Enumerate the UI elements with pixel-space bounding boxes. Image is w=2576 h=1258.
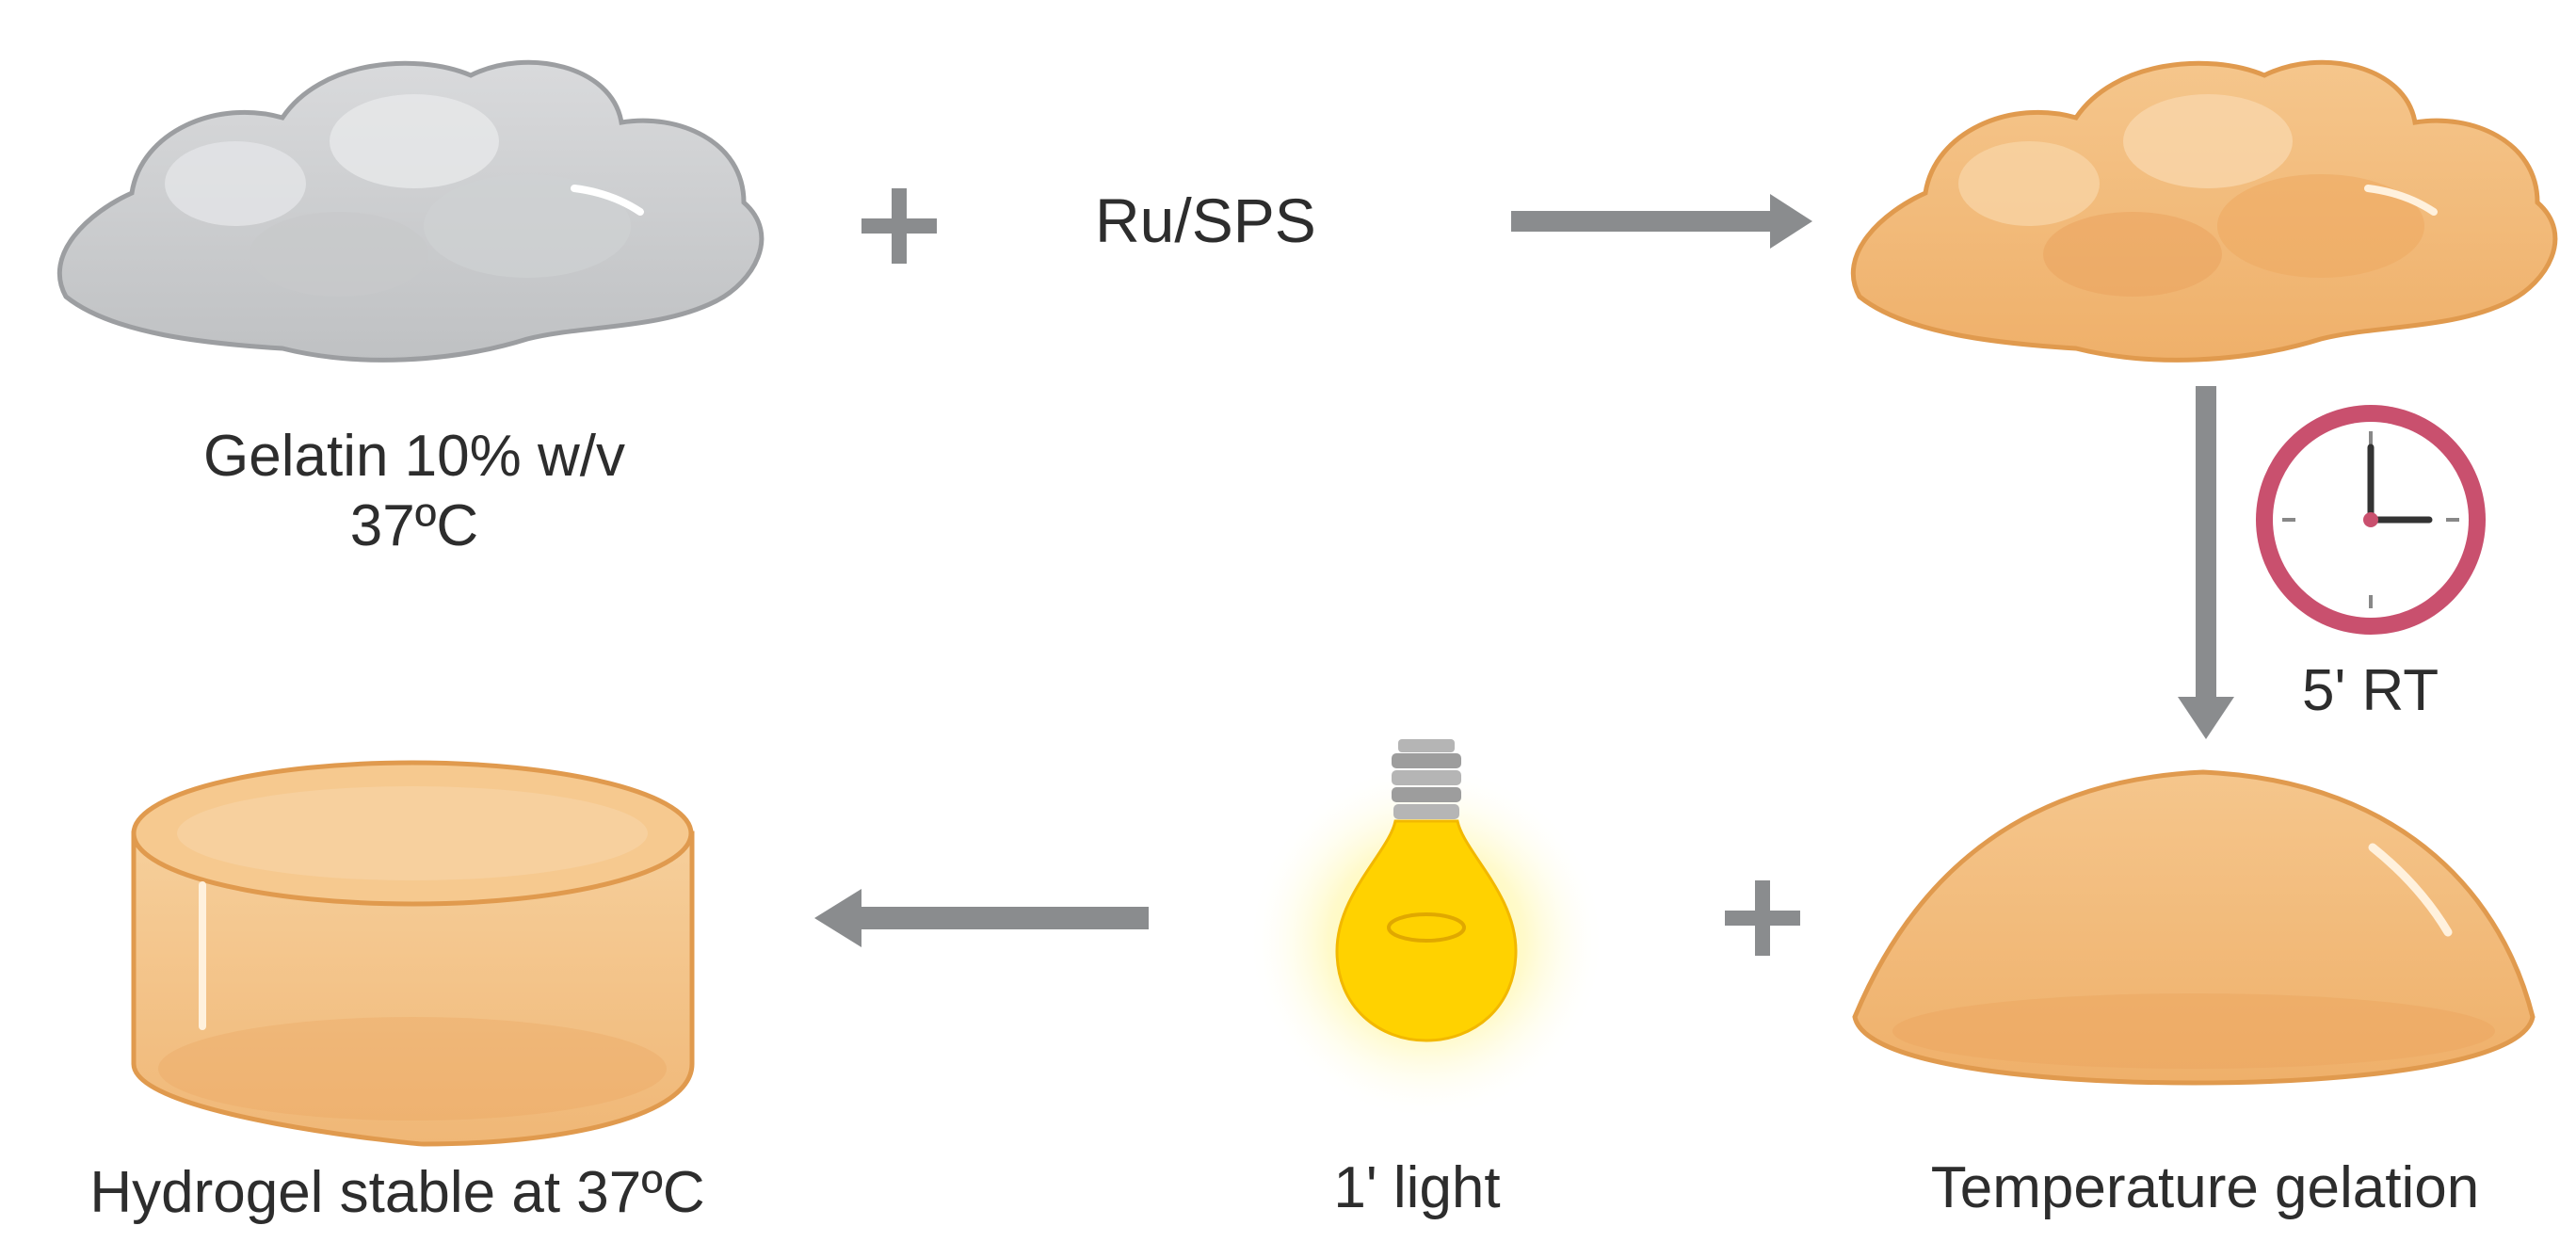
light-label: 1' light — [1333, 1155, 1501, 1220]
gelatin-blob-icon — [56, 59, 765, 363]
gelatin-concentration: Gelatin 10% w/v — [203, 424, 625, 489]
plus-icon — [861, 188, 937, 264]
reagent-label: Ru/SPS — [1095, 185, 1316, 255]
temperature-gelation-label: Temperature gelation — [1930, 1155, 2480, 1220]
mixed-gel-blob-icon — [1850, 59, 2558, 363]
clock-icon — [2256, 405, 2486, 635]
arrow-down-icon — [2178, 386, 2234, 739]
gelatin-label: Gelatin 10% w/v 37ºC — [203, 422, 625, 562]
light-bulb-icon — [1248, 739, 1605, 1121]
time-label: 5' RT — [2302, 658, 2439, 723]
plus-icon — [1725, 880, 1800, 956]
dome-gel-icon — [1852, 769, 2536, 1086]
hydrogel-cylinder-icon — [131, 760, 695, 1147]
hydrogel-label: Hydrogel stable at 37ºC — [89, 1160, 705, 1225]
arrow-left-icon — [814, 889, 1149, 947]
arrow-right-icon — [1511, 194, 1812, 249]
gelatin-temperature: 37ºC — [349, 493, 479, 559]
